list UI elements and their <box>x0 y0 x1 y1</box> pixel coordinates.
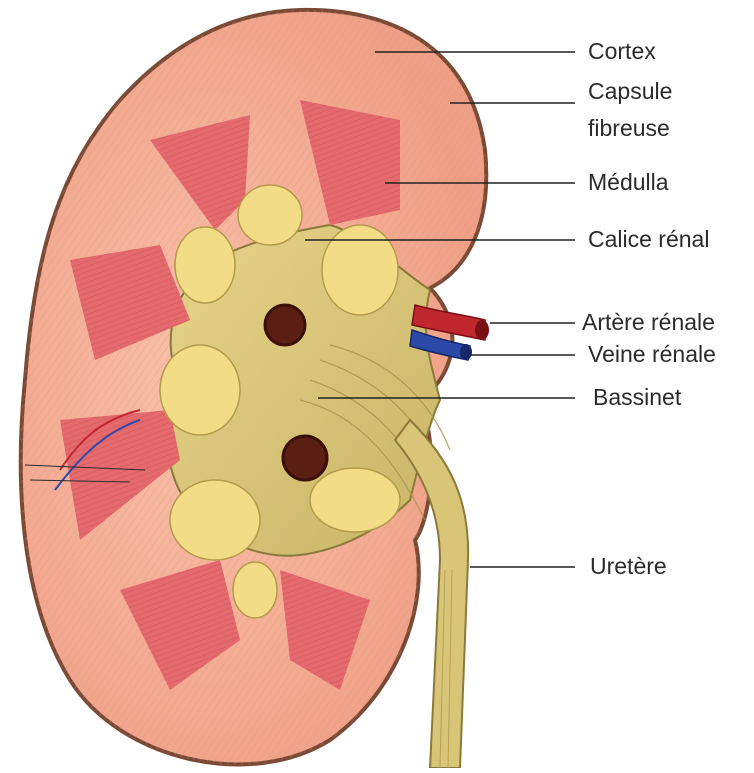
sinus-vessel-upper <box>265 305 305 345</box>
sinus-vessel-lower <box>283 436 327 480</box>
label-medulla: Médulla <box>588 171 669 194</box>
label-veine: Veine rénale <box>588 343 716 366</box>
label-artere: Artère rénale <box>582 311 715 334</box>
label-uretere: Uretère <box>590 555 667 578</box>
label-cortex: Cortex <box>588 40 656 63</box>
label-bassinet: Bassinet <box>593 386 681 409</box>
label-capsule-line1: Capsule <box>588 80 672 103</box>
label-capsule-line2: fibreuse <box>588 117 670 140</box>
label-calice: Calice rénal <box>588 228 709 251</box>
